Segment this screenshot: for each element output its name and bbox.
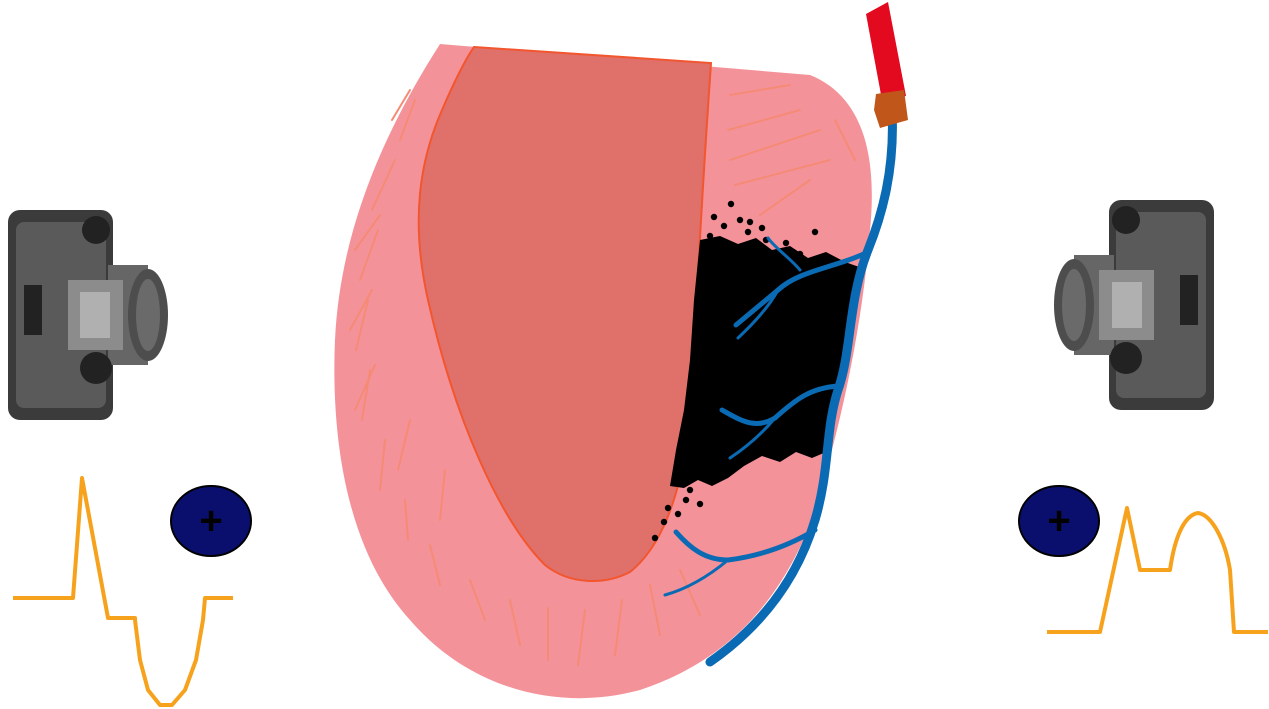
right-camera: camera-icon <box>1054 200 1214 410</box>
infarct-region <box>670 236 862 488</box>
heart <box>334 2 908 698</box>
left-electrode-symbol: + <box>199 499 222 543</box>
right-electrode: plus-electrode-icon + <box>1019 486 1099 556</box>
right-electrode-symbol: + <box>1047 499 1070 543</box>
vessel-clamp <box>874 90 908 128</box>
artery <box>866 2 906 100</box>
left-camera: camera-icon <box>8 210 168 420</box>
left-electrode: plus-electrode-icon + <box>171 486 251 556</box>
